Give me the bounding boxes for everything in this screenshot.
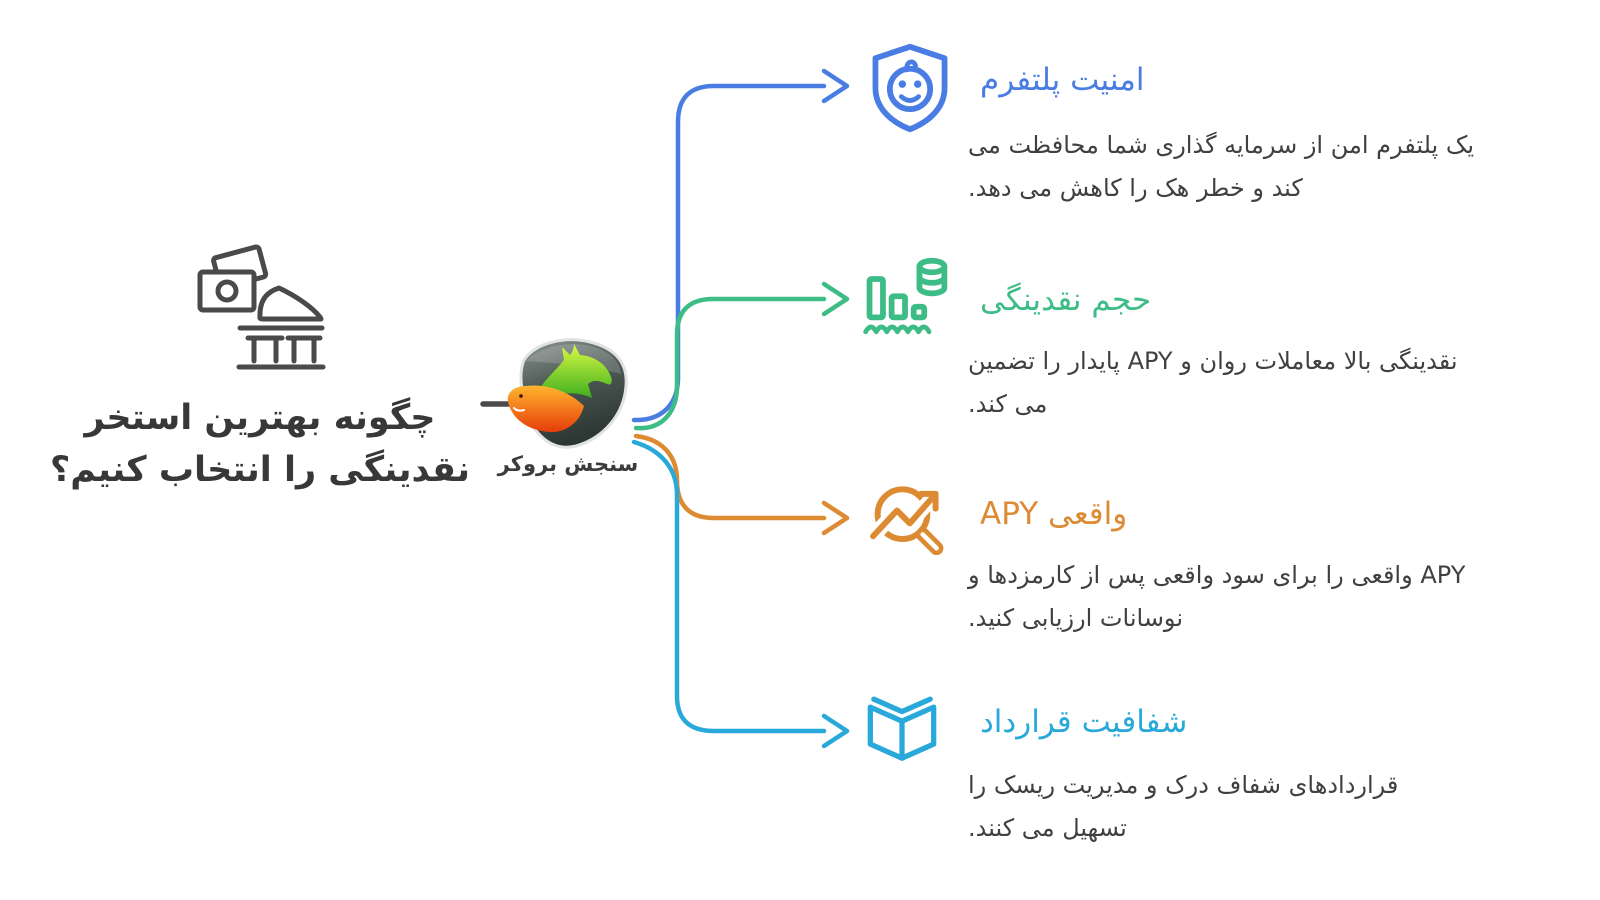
- shield-smiley-icon: [862, 40, 958, 136]
- logo-bear-eye: [519, 394, 523, 398]
- brand-wordmark: سنجش بروکر: [497, 452, 639, 476]
- root-question-title: چگونه بهترین استخر نقدینگی را انتخاب کنی…: [36, 392, 484, 496]
- section-heading-platform-security: امنیت پلتفرم: [980, 62, 1145, 98]
- liquidity-bars-coins-icon: [858, 254, 954, 350]
- logo-bull-silhouette: [534, 344, 612, 398]
- root-title-line-1: چگونه بهترین استخر: [84, 398, 436, 438]
- section-body-liquidity-volume: نقدینگی بالا معاملات روان و APY پایدار ر…: [968, 347, 1458, 418]
- section-heading-contract-transparency: شفافیت قرارداد: [980, 704, 1188, 740]
- section-body-contract-transparency: قراردادهای شفاف درک و مدیریت ریسک را تسه…: [968, 771, 1399, 842]
- connector-contract-transparency: [631, 439, 827, 734]
- logo-bear-silhouette: [507, 385, 584, 433]
- arrowhead-real-apy: [821, 500, 850, 536]
- magnifier-trend-arrow-icon: [862, 470, 954, 562]
- logo-bear-mouth: [513, 407, 525, 412]
- arrowhead-contract-transparency: [821, 713, 850, 749]
- connector-liquidity-volume: [633, 296, 827, 431]
- connector-platform-security: [631, 83, 827, 423]
- open-book-icon: [858, 686, 946, 774]
- section-heading-liquidity-volume: حجم نقدینگی: [980, 282, 1152, 318]
- section-body-platform-security: یک پلتفرم امن از سرمایه گذاری شما محافظت…: [968, 131, 1475, 202]
- section-body-real-apy: APY واقعی را برای سود واقعی پس از کارمزد…: [968, 561, 1466, 632]
- root-title-line-2: نقدینگی را انتخاب کنیم؟: [49, 450, 471, 490]
- arrowhead-platform-security: [821, 68, 850, 104]
- connector-real-apy: [633, 433, 827, 521]
- section-heading-real-apy: واقعی APY: [980, 496, 1128, 532]
- bank-and-banknotes-icon: [194, 244, 326, 376]
- arrowhead-liquidity-volume: [821, 281, 850, 317]
- brand-logo: [500, 334, 636, 452]
